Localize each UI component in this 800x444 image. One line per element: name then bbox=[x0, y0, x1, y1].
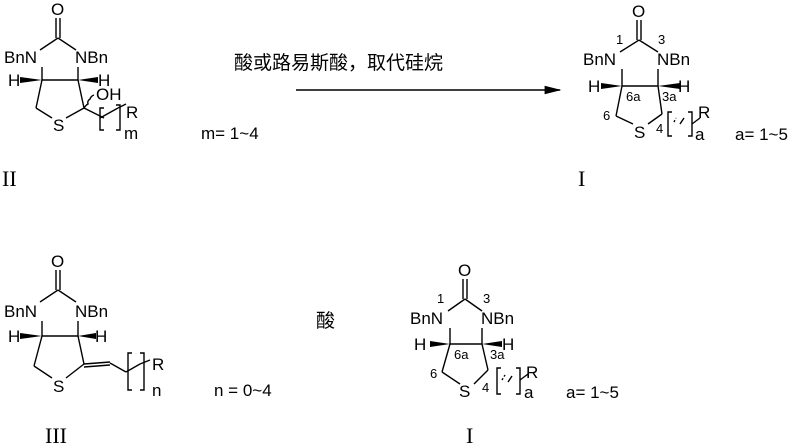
compound-III: O BnN NBn H H S R n n = 0~4 III bbox=[4, 252, 272, 444]
carbonyl-oxygen: O bbox=[51, 0, 64, 19]
wavy-bond bbox=[83, 94, 95, 109]
a-range: a= 1~5 bbox=[566, 383, 619, 402]
locant-n1: 1 bbox=[616, 32, 623, 47]
locant-n1: 1 bbox=[437, 291, 444, 306]
bracket-right bbox=[688, 111, 693, 137]
bracket-right bbox=[116, 104, 121, 131]
r-group: R bbox=[698, 103, 710, 122]
locant-6a: 6a bbox=[454, 347, 469, 362]
compound-label-III: III bbox=[45, 423, 67, 444]
hydrogen-right: H bbox=[678, 77, 690, 96]
reagents-text-2: 酸 bbox=[316, 310, 335, 332]
hydrogen-left: H bbox=[8, 327, 20, 346]
sulfur-atom: S bbox=[459, 382, 470, 401]
repeat-index-a: a bbox=[524, 383, 534, 402]
compound-label-I: I bbox=[578, 166, 585, 191]
carbonyl-oxygen: O bbox=[51, 252, 64, 271]
carbonyl-oxygen: O bbox=[458, 261, 471, 280]
wedge-bond-left bbox=[601, 83, 622, 89]
repeat-index-n: n bbox=[152, 381, 161, 400]
m-range: m= 1~4 bbox=[201, 124, 259, 143]
hydrogen-left: H bbox=[588, 77, 600, 96]
wedge-bond-right bbox=[482, 341, 502, 347]
hydroxyl-group: OH bbox=[96, 85, 122, 104]
locant-4: 4 bbox=[656, 121, 663, 136]
locant-6: 6 bbox=[430, 366, 437, 381]
n-benzyl-right: NBn bbox=[75, 48, 108, 67]
hydrogen-right: H bbox=[95, 327, 107, 346]
locant-3a: 3a bbox=[490, 347, 505, 362]
n-benzyl-left: BnN bbox=[4, 302, 37, 321]
wedge-bond-right bbox=[78, 77, 98, 83]
wedge-bond-left bbox=[430, 341, 450, 347]
sulfur-atom: S bbox=[53, 377, 64, 396]
bracket-left bbox=[127, 352, 132, 391]
n-range: n = 0~4 bbox=[214, 381, 272, 400]
repeat-index-m: m bbox=[124, 124, 138, 143]
n-benzyl-left: BnN bbox=[583, 50, 616, 69]
bracket-left bbox=[99, 107, 104, 131]
hydrogen-left: H bbox=[8, 71, 20, 90]
hydrogen-right: H bbox=[502, 335, 514, 354]
sulfur-atom: S bbox=[53, 116, 64, 135]
wedge-bond-left bbox=[20, 333, 42, 339]
n-benzyl-left: BnN bbox=[4, 48, 37, 67]
compound-I-top: O 1 3 BnN NBn H H 6a 3a 6 4 S R a a= 1~5… bbox=[578, 2, 788, 191]
n-benzyl-right: NBn bbox=[481, 309, 514, 328]
n-benzyl-right: NBn bbox=[657, 50, 690, 69]
locant-6: 6 bbox=[603, 108, 610, 123]
hydrogen-right: H bbox=[98, 71, 110, 90]
compound-label-II: II bbox=[2, 166, 17, 191]
bracket-right bbox=[140, 352, 145, 391]
locant-4: 4 bbox=[482, 380, 489, 395]
reaction-arrow-1: 酸或路易斯酸，取代硅烷 bbox=[234, 52, 562, 95]
compound-I-bottom: O 1 3 BnN NBn H H 6a 3a 6 4 S R a a= 1~5… bbox=[410, 261, 619, 444]
bracket-left bbox=[496, 367, 501, 395]
locant-n3: 3 bbox=[658, 32, 665, 47]
hydrogen-left: H bbox=[414, 335, 426, 354]
compound-label-I: I bbox=[466, 423, 473, 444]
repeat-index-a: a bbox=[695, 125, 705, 144]
r-group: R bbox=[526, 363, 538, 382]
wedge-bond-left bbox=[20, 77, 42, 83]
wedge-bond-right bbox=[78, 333, 96, 339]
a-range: a= 1~5 bbox=[735, 125, 788, 144]
wedge-bond-right bbox=[658, 83, 680, 89]
compound-II: O BnN NBn H H S OH R m m= 1~4 II bbox=[2, 0, 259, 191]
sulfur-atom: S bbox=[634, 123, 645, 142]
n-benzyl-left: BnN bbox=[410, 309, 443, 328]
bracket-left bbox=[667, 111, 672, 137]
locant-n3: 3 bbox=[483, 291, 490, 306]
carbonyl-oxygen: O bbox=[632, 2, 645, 21]
n-benzyl-right: NBn bbox=[75, 302, 108, 321]
locant-3a: 3a bbox=[662, 89, 677, 104]
r-group: R bbox=[152, 355, 164, 374]
locant-6a: 6a bbox=[626, 89, 641, 104]
r-group: R bbox=[126, 103, 138, 122]
reagents-text-1: 酸或路易斯酸，取代硅烷 bbox=[234, 52, 443, 74]
bracket-right bbox=[516, 367, 521, 395]
